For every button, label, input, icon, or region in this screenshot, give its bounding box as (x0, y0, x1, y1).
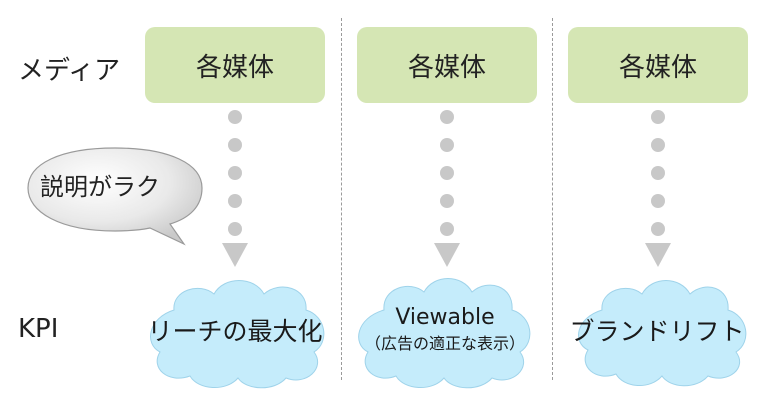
media-box-1: 各媒体 (145, 27, 325, 103)
connector-dot (651, 138, 665, 152)
connector-dot (440, 138, 454, 152)
kpi-sub-text: （広告の適正な表示） (364, 334, 525, 353)
kpi-main-text: Viewable (395, 305, 495, 330)
column-divider-2 (552, 18, 553, 380)
media-box-2: 各媒体 (357, 27, 537, 103)
kpi-label-2: Viewable （広告の適正な表示） (340, 305, 550, 354)
connector-dot (440, 166, 454, 180)
callout-text: 説明がラク (40, 173, 160, 201)
connector-arrowhead (434, 243, 460, 267)
connector-arrowhead (645, 243, 671, 267)
connector-dot (228, 166, 242, 180)
connector-dot (228, 110, 242, 124)
connector-dot (440, 222, 454, 236)
kpi-cloud-1 (150, 280, 325, 389)
connector-dot (651, 166, 665, 180)
connector-dot (651, 222, 665, 236)
kpi-cloud-2 (358, 278, 531, 389)
connector-arrowhead (222, 243, 248, 267)
connector-dot (440, 194, 454, 208)
media-box-label: 各媒体 (195, 52, 274, 83)
kpi-main-text: ブランドリフト (569, 317, 745, 346)
media-box-label: 各媒体 (407, 52, 486, 83)
connector-dot (651, 194, 665, 208)
column-divider-1 (341, 18, 342, 380)
media-box-3: 各媒体 (568, 27, 748, 103)
connector-dot (651, 110, 665, 124)
connector-dot (228, 222, 242, 236)
kpi-label-3: ブランドリフト (552, 312, 762, 348)
kpi-cloud-3 (578, 280, 747, 387)
kpi-row-label: KPI (18, 314, 59, 344)
connector-dot (228, 194, 242, 208)
media-box-label: 各媒体 (618, 52, 697, 83)
connector-dot (440, 110, 454, 124)
callout-bubble (27, 147, 203, 246)
connector-dot (228, 138, 242, 152)
kpi-main-text: リーチの最大化 (147, 317, 323, 346)
media-row-label: メディア (18, 56, 121, 86)
kpi-label-1: リーチの最大化 (130, 312, 340, 348)
